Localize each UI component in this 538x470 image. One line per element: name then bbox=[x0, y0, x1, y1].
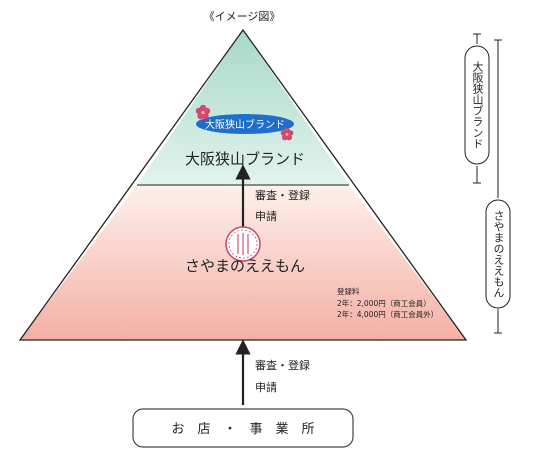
lower-step-line2: 申請 bbox=[255, 380, 277, 394]
logo-text: 大阪狭山ブランド bbox=[205, 118, 285, 131]
flower-icon bbox=[280, 127, 294, 141]
brand-logo: 大阪狭山ブランド bbox=[195, 104, 294, 141]
inner-step-line2: 申請 bbox=[255, 209, 277, 223]
lower-step-line1: 審査・登録 bbox=[255, 358, 310, 372]
inner-step-line1: 審査・登録 bbox=[255, 188, 310, 202]
logo-ellipse bbox=[196, 114, 294, 134]
shop-box-label: お 店 ・ 事 業 所 bbox=[171, 421, 314, 437]
side-label-upper: 大阪狭山ブランド bbox=[471, 60, 484, 149]
pyramid-top-section bbox=[137, 30, 349, 185]
fees-line1: 2年：2,000円（商工会員） bbox=[337, 298, 431, 308]
fees-title: 登録料 bbox=[337, 286, 360, 296]
top-brand-label: 大阪狭山ブランド bbox=[185, 150, 305, 168]
bottom-brand-label: さやまのええもん bbox=[185, 257, 305, 275]
side-bracket-upper: 大阪狭山ブランド bbox=[464, 33, 490, 184]
seal-icon bbox=[225, 226, 261, 262]
caption: 《イメージ図》 bbox=[204, 10, 281, 23]
side-bracket-lower: さやまのええもん bbox=[485, 39, 511, 334]
flower-icon bbox=[195, 104, 211, 120]
fees-line2: 2年：4,000円（商工会員外） bbox=[337, 309, 438, 319]
side-label-lower: さやまのええもん bbox=[492, 210, 505, 298]
pyramid-bottom-section bbox=[20, 185, 466, 340]
shop-box bbox=[132, 408, 354, 448]
